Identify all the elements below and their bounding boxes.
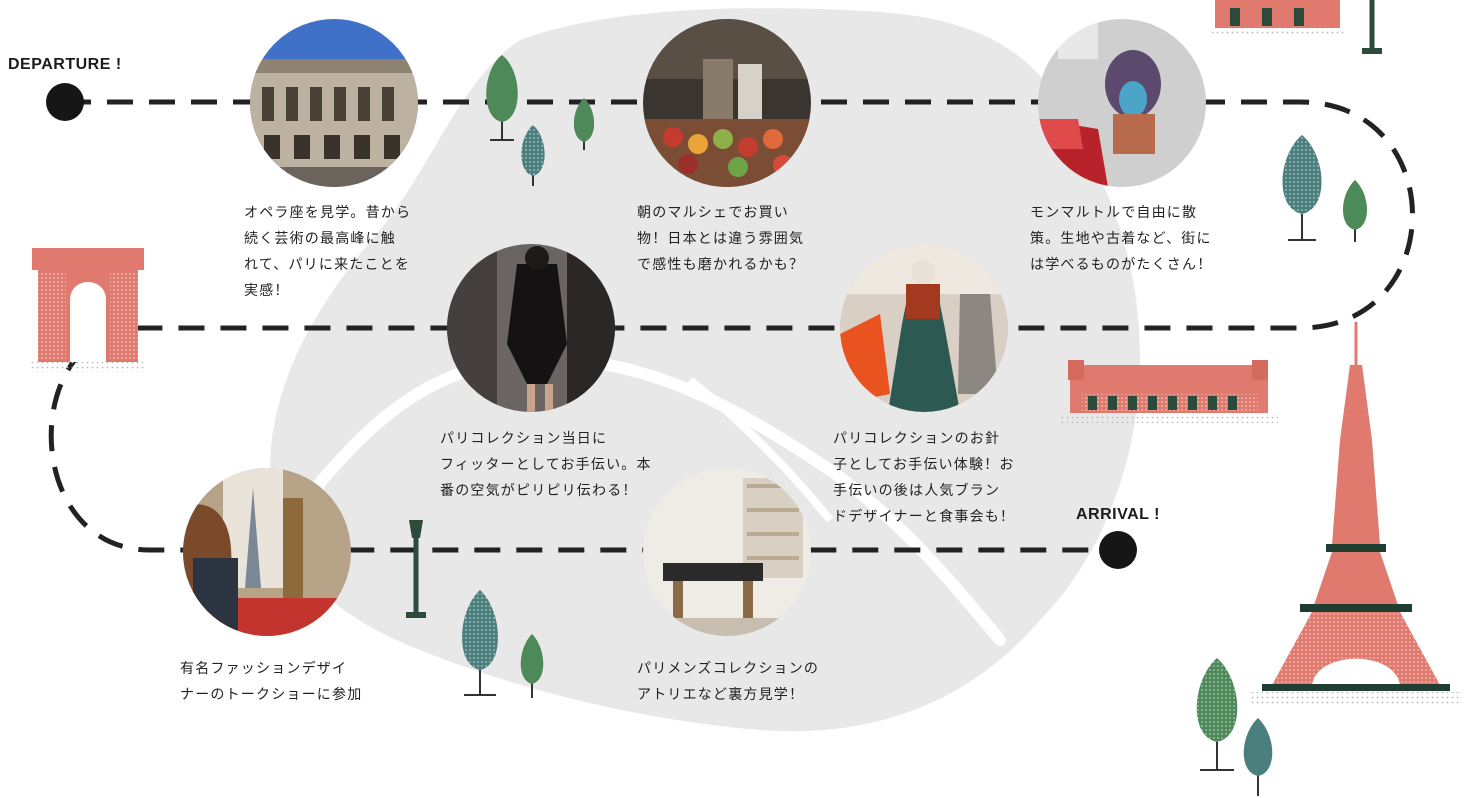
orsay-museum-icon	[1060, 360, 1278, 423]
building-icon	[1210, 0, 1345, 36]
photo-morning-market	[643, 19, 811, 187]
tree-icon	[1243, 718, 1273, 796]
photo-atelier	[643, 468, 811, 636]
departure-label: DEPARTURE !	[8, 56, 122, 73]
photo-runway-show	[447, 244, 615, 412]
tree-icon	[461, 590, 499, 696]
tree-icon	[521, 125, 545, 186]
street-lamp-icon	[406, 520, 426, 618]
tree-icon	[1342, 180, 1368, 242]
caption-montmartre: モンマルトルで自由に散策。生地や古着など、街には学べるものがたくさん！	[1030, 205, 1213, 273]
caption-designer-talk: 有名ファッションデザイナーのトークショーに参加	[180, 661, 363, 703]
arrival-dot	[1099, 531, 1137, 569]
photo-designer-talk	[183, 468, 351, 636]
departure-dot	[46, 83, 84, 121]
arrival-label: ARRIVAL !	[1076, 506, 1160, 523]
tree-icon	[1282, 135, 1322, 241]
photo-costume-exhibit	[840, 244, 1008, 412]
photo-montmartre-street-art	[1038, 19, 1206, 187]
caption-costume-exhibit: パリコレクションのお針子としてお手伝い体験！お手伝いの後は人気ブランドデザイナー…	[833, 431, 1016, 525]
caption-runway: パリコレクション当日にフィッターとしてお手伝い。本番の空気がピリピリ伝わる！	[440, 431, 652, 499]
caption-morning-market: 朝のマルシェでお買い物！日本とは違う雰囲気で感性も磨かれるかも？	[637, 205, 805, 273]
caption-opera-house: オペラ座を見学。昔から続く芸術の最高峰に触れて、パリに来たことを実感！	[244, 205, 412, 299]
photo-opera-house	[250, 19, 418, 187]
tree-icon	[486, 55, 518, 141]
caption-atelier: パリメンズコレクションのアトリエなど裏方見学！	[637, 661, 820, 703]
eiffel-tower-icon	[1250, 322, 1462, 704]
tree-icon	[520, 634, 544, 698]
arc-de-triomphe-icon	[30, 248, 146, 372]
seine-river	[284, 352, 1006, 646]
street-lamp-icon	[1362, 0, 1382, 54]
tree-icon	[573, 98, 595, 150]
tree-icon	[1196, 658, 1238, 771]
